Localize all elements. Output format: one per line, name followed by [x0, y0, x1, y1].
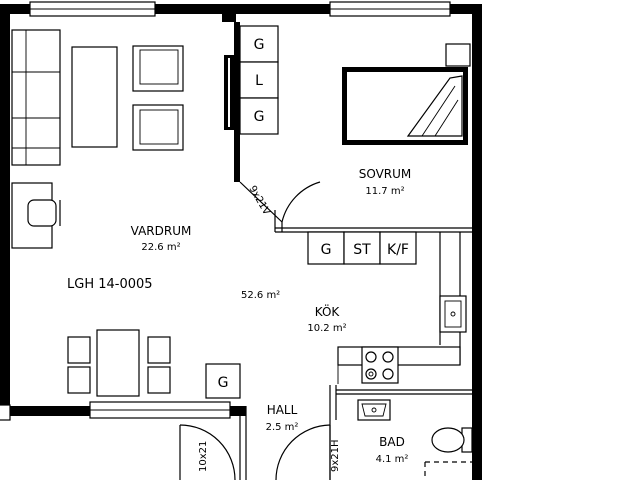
cabinet-label: ST	[353, 242, 371, 258]
flat-total-area: 52.6 m²	[241, 290, 280, 301]
door-dimension: 9x21V	[246, 184, 272, 217]
hall-cabinet-box	[205, 363, 241, 399]
living-furniture	[11, 29, 234, 397]
bed	[342, 43, 471, 145]
dining-chair	[147, 336, 171, 364]
washbasin	[357, 399, 391, 421]
hall-cabinet: G	[205, 363, 241, 399]
cabinet-label: K/F	[387, 242, 409, 258]
desk-chair	[27, 199, 57, 227]
dining-chair	[147, 366, 171, 394]
east-wall	[472, 4, 482, 480]
bed-cover-fold	[406, 75, 463, 137]
room-name: BAD	[379, 435, 405, 449]
room-area: 2.5 m²	[266, 422, 299, 433]
wardrobe-label: L	[255, 73, 263, 89]
partition-living-bedroom	[234, 22, 240, 182]
kitchen-units: G ST K/F	[307, 231, 467, 384]
room-name: VARDRUM	[131, 224, 192, 238]
bathroom-fixtures	[357, 399, 473, 480]
door-dimension: 10x21	[198, 441, 209, 472]
bedroom-door: 9x21V	[239, 181, 321, 232]
bedside-table	[445, 43, 471, 67]
dining-table	[96, 329, 140, 397]
dining-chair	[67, 366, 91, 394]
coffee-table	[71, 46, 118, 148]
windows	[0, 1, 451, 421]
bathroom-door: 9x21H	[275, 424, 341, 480]
room-area: 10.2 m²	[307, 323, 346, 334]
wardrobe	[239, 25, 279, 63]
entrance-door: 10x21	[179, 424, 236, 480]
room-name: HALL	[267, 403, 298, 417]
room-area: 22.6 m²	[141, 242, 180, 253]
west-wall	[0, 4, 10, 418]
room-name: KÖK	[315, 303, 341, 319]
room-area: 11.7 m²	[365, 186, 404, 197]
hall-cabinet-label: G	[218, 375, 229, 391]
flat-id: LGH 14-0005	[67, 277, 153, 292]
wardrobe-label: G	[254, 109, 265, 125]
room-labels: SOVRUM 11.7 m² VARDRUM 22.6 m² LGH 14-00…	[67, 167, 411, 465]
wall-corner	[0, 404, 11, 421]
armchair	[132, 104, 184, 151]
armchair	[132, 45, 184, 92]
wardrobe	[239, 97, 279, 135]
door-dimension: 9x21H	[330, 439, 341, 472]
wall-column	[222, 4, 236, 22]
cabinet-label: G	[321, 242, 332, 258]
wardrobe-label: G	[254, 37, 265, 53]
kitchen-sink	[439, 295, 467, 333]
room-area: 4.1 m²	[376, 454, 409, 465]
kitchen-cabinet	[379, 231, 417, 265]
toilet-bowl	[431, 427, 465, 453]
kitchen-counter	[337, 346, 461, 366]
sofa	[11, 29, 61, 166]
bedroom-wardrobes: G L G	[239, 25, 279, 135]
dining-chair	[67, 336, 91, 364]
room-name: SOVRUM	[359, 167, 412, 181]
wardrobe	[239, 61, 279, 99]
